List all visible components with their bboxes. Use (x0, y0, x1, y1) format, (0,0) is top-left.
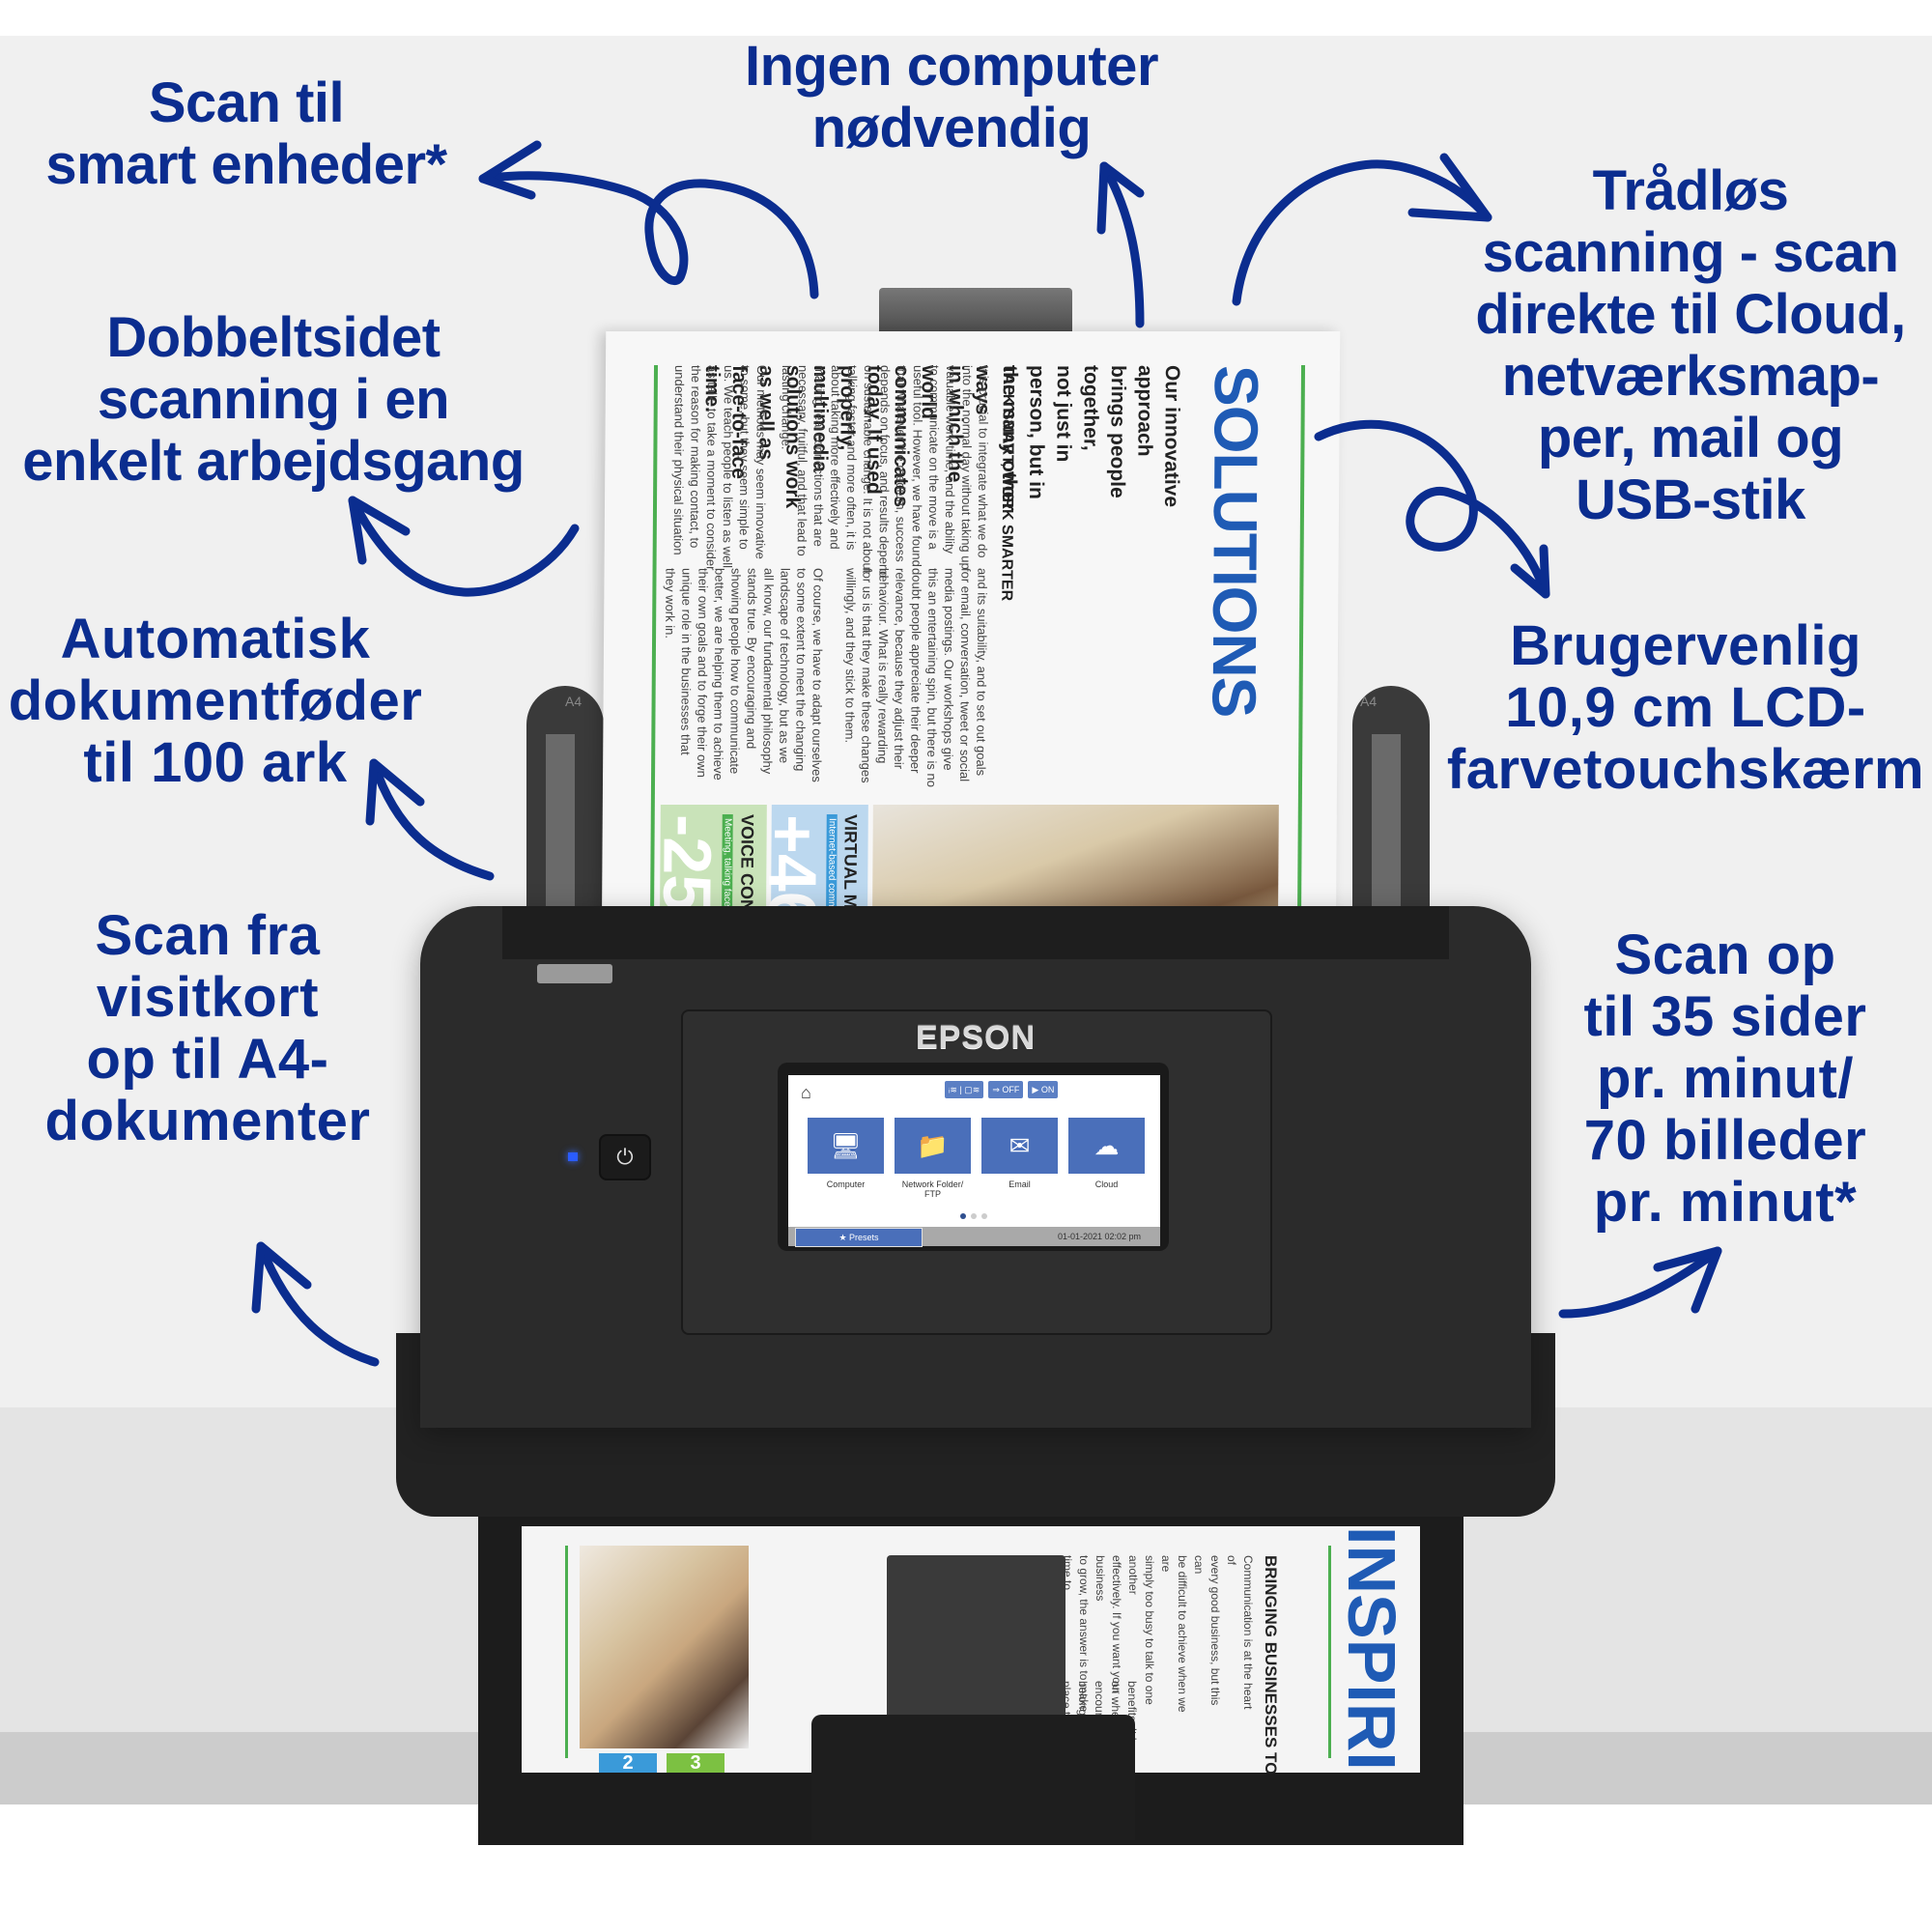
output-paper-title: INSPIRING DIALO (1333, 1526, 1410, 1773)
output-stopper[interactable] (887, 1555, 1065, 1729)
email-icon: ✉ (981, 1118, 1058, 1174)
cloud-icon: ☁ (1068, 1118, 1145, 1174)
paper-green-rule (1296, 365, 1306, 954)
cover-open-lever[interactable] (537, 964, 612, 983)
callout-no-computer: Ingen computer nødvendig (744, 35, 1159, 159)
presets-label: Presets (849, 1233, 879, 1242)
callout-adf: Automatisk dokumentføder til 100 ark (8, 608, 423, 794)
brand-logo: EPSON (915, 1019, 1037, 1056)
tile-label: Network Folder/ FTP (901, 1179, 964, 1199)
lcd-footer: ★ Presets 01-01-2021 02:02 pm (788, 1227, 1160, 1247)
tile-label: Email (1009, 1179, 1031, 1189)
page-indicator[interactable] (960, 1213, 987, 1219)
lcd-tile-email[interactable]: ✉ Email (981, 1118, 1058, 1199)
paper-column-text: Our methods may seem innovative to some,… (670, 365, 770, 571)
status-bar: ᵢ≋ | ▢≋ ⇒ OFF ▶ ON (945, 1081, 1059, 1098)
lcd-datetime: 01-01-2021 02:02 pm (1057, 1232, 1141, 1241)
presets-button[interactable]: ★ Presets (795, 1228, 923, 1247)
power-led-indicator (568, 1152, 578, 1161)
tile-label: Computer (826, 1179, 866, 1189)
wifi-icon[interactable]: ᵢ≋ | ▢≋ (945, 1081, 984, 1098)
input-paper-document: SOLUTIONS Our innovative approach brings… (601, 331, 1341, 959)
tile-label: Cloud (1094, 1179, 1119, 1189)
callout-speed: Scan op til 35 sider pr. minut/ 70 bille… (1583, 923, 1867, 1234)
computer-icon: 🖥 (808, 1118, 884, 1174)
paper-feed-slot (502, 906, 1449, 959)
callout-wireless: Trådløs scanning - scan direkte til Clou… (1475, 159, 1906, 531)
auto-feed-off-icon[interactable]: ⇒ OFF (988, 1081, 1024, 1098)
paper-column-text: Of course, we have to adapt ourselves to… (663, 568, 826, 782)
paper-photo (580, 1546, 749, 1748)
paper-support-extension[interactable] (879, 288, 1072, 336)
lcd-touchscreen[interactable]: ⌂ ᵢ≋ | ▢≋ ⇒ OFF ▶ ON 🖥 Computer 📁 Networ… (788, 1075, 1160, 1247)
paper-section-title: TALK SMART, WORK SMARTER (998, 365, 1017, 602)
home-icon[interactable]: ⌂ (801, 1083, 811, 1102)
lcd-tile-computer[interactable]: 🖥 Computer (808, 1118, 884, 1199)
paper-number-tiles: 2 3 (599, 1753, 724, 1773)
output-paper-section-title: BRINGING BUSINESSES TOGETHER (1262, 1555, 1280, 1773)
lcd-tile-network-folder[interactable]: 📁 Network Folder/ FTP (895, 1118, 971, 1199)
callout-lcd: Brugervenlig 10,9 cm LCD- farvetouchskær… (1446, 614, 1925, 801)
power-button[interactable]: ⏻ (599, 1134, 651, 1180)
presets-star-icon: ★ (838, 1233, 850, 1242)
callout-duplex: Dobbeltsidet scanning i en enkelt arbejd… (22, 306, 525, 493)
power-icon: ⏻ (616, 1145, 634, 1169)
callout-smart-devices: Scan til smart enheder* (45, 71, 447, 196)
lcd-tile-cloud[interactable]: ☁ Cloud (1068, 1118, 1145, 1199)
paper-title: SOLUTIONS (1199, 365, 1272, 718)
guide-label: A4 (565, 694, 582, 709)
quiet-mode-on-icon[interactable]: ▶ ON (1028, 1081, 1059, 1098)
guide-label: A4 (1360, 694, 1378, 709)
output-stopper-base[interactable] (811, 1715, 1135, 1840)
callout-card-to-a4: Scan fra visitkort op til A4- dokumenter (44, 904, 371, 1152)
paper-column-text: It is crucial to integrate what we do in… (779, 365, 992, 579)
paper-column-text: and its suitability, and to set out goal… (842, 568, 990, 787)
folder-icon: 📁 (895, 1118, 971, 1174)
